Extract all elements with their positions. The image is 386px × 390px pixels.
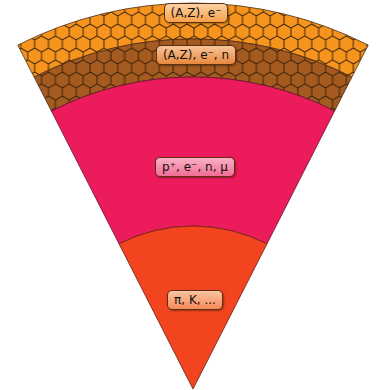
particle-label: p⁺, e⁻, n, μ xyxy=(155,157,235,177)
particle-text: π, K, ... xyxy=(174,292,216,308)
particle-label: (A,Z), e⁻, n xyxy=(156,45,236,65)
particle-label: π, K, ... xyxy=(167,290,223,310)
particle-text: p⁺, e⁻, n, μ xyxy=(162,159,228,175)
particle-label: (A,Z), e⁻ xyxy=(164,3,229,23)
inner-core xyxy=(119,226,267,389)
particle-text: (A,Z), e⁻, n xyxy=(163,47,229,63)
outer-core xyxy=(51,77,334,244)
particle-text: (A,Z), e⁻ xyxy=(171,5,222,21)
